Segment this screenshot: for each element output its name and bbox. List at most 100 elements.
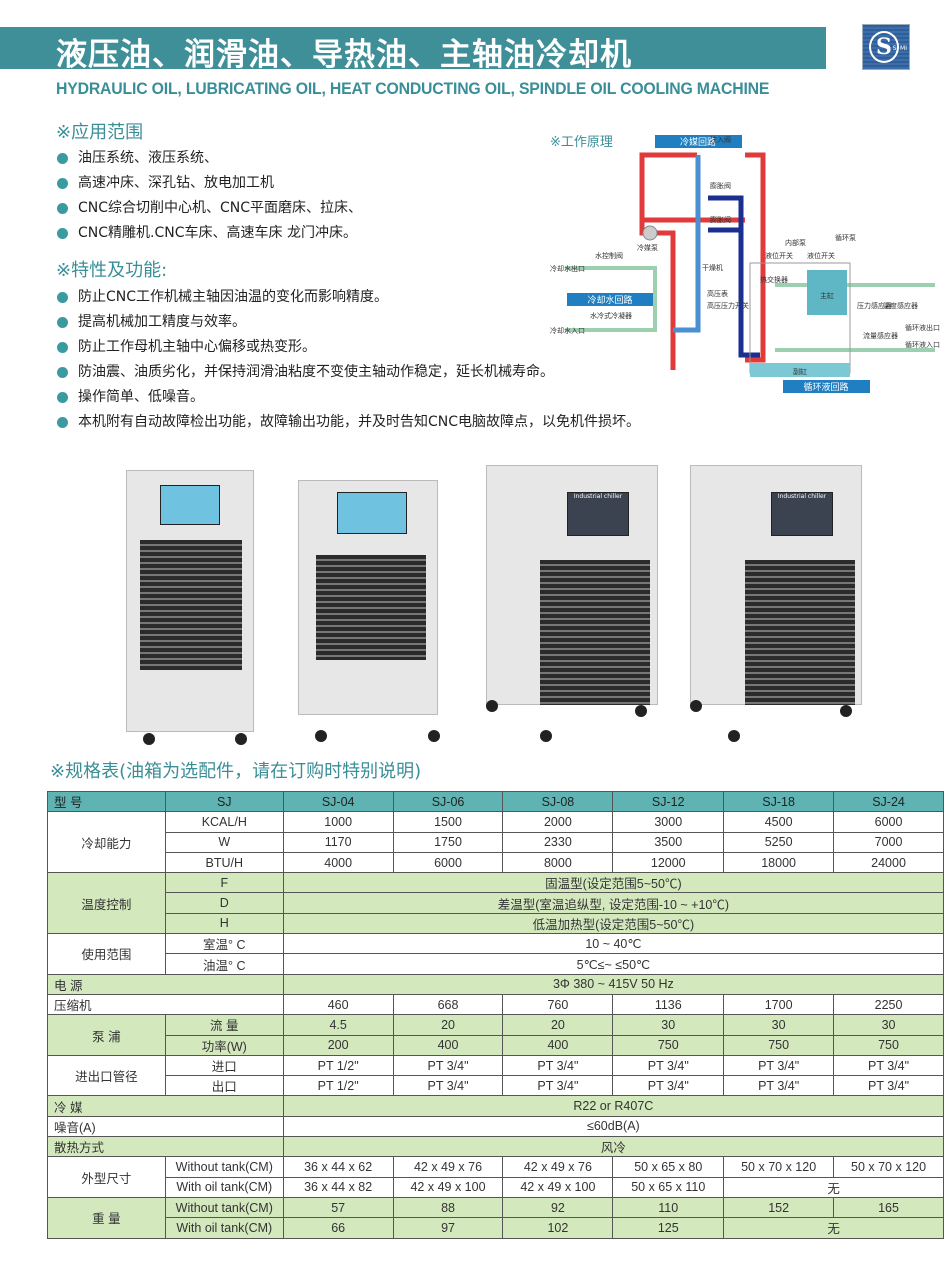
table-cell: 165 [833,1196,944,1219]
svg-text:液位开关: 液位开关 [807,251,835,260]
table-cell: 散热方式 [47,1136,284,1158]
table-cell: 750 [723,1034,835,1056]
table-cell: 温度控制 [47,872,166,935]
list-item: CNC精雕机.CNC车床、高速车床 龙门冲床。 [56,221,362,246]
svg-text:液位开关: 液位开关 [765,251,793,260]
table-cell: PT 3/4" [502,1075,614,1097]
table-cell: 7000 [833,831,944,853]
table-cell: 92 [502,1196,614,1219]
table-cell: With oil tank(CM) [164,1176,284,1198]
table-row: 散热方式风冷 [47,1136,945,1158]
table-cell: 110 [612,1196,725,1219]
table-cell: 50 x 70 x 120 [723,1156,835,1178]
table-cell: 50 x 65 x 80 [612,1156,725,1178]
table-header-cell: SJ-06 [392,790,504,813]
table-cell: 97 [392,1217,504,1239]
table-cell: BTU/H [164,851,284,874]
table-cell: 进出口管径 [47,1054,166,1097]
spec-heading: ※规格表(油箱为选配件，请在订购时特别说明) [50,761,422,782]
features-heading: ※特性及功能: [56,260,168,281]
table-cell: Without tank(CM) [164,1156,284,1178]
table-header-cell: SJ-04 [282,790,394,813]
table-cell: 进口 [164,1054,284,1077]
table-cell: 重 量 [47,1196,166,1239]
table-cell: F [164,872,284,894]
table-cell: 出口 [164,1075,284,1097]
table-cell: 20 [502,1014,614,1036]
list-item: CNC综合切削中心机、CNC平面磨床、拉床、 [56,196,362,221]
application-heading: ※应用范围 [56,122,144,143]
table-cell: 12000 [612,851,725,874]
table-cell: 3500 [612,831,725,853]
table-cell: 30 [833,1014,944,1036]
table-cell: 200 [282,1034,394,1056]
svg-text:循环泵: 循环泵 [835,233,856,242]
table-cell: 3000 [612,811,725,833]
loop-water-label: 冷却水回路 [587,294,632,306]
table-cell: 102 [502,1217,614,1239]
svg-text:膨胀阀: 膨胀阀 [710,215,731,224]
svg-text:循环液入口: 循环液入口 [905,340,940,349]
list-item: 油压系统、液压系统、 [56,146,362,171]
table-cell: 152 [723,1196,835,1219]
table-cell: 42 x 49 x 100 [502,1176,614,1198]
table-cell: 400 [502,1034,614,1056]
svg-text:冷媒泵: 冷媒泵 [637,243,658,252]
table-cell: 6000 [392,851,504,874]
table-cell: 冷却能力 [47,811,166,874]
table-cell: 1136 [612,993,725,1016]
table-cell: 1750 [392,831,504,853]
list-item: 操作简单、低噪音。 [56,385,640,410]
list-item: 高速冲床、深孔钻、放电加工机 [56,171,362,196]
table-header-cell: SJ [164,790,284,813]
table-cell: PT 3/4" [833,1054,944,1077]
svg-text:冷却水出口: 冷却水出口 [550,264,585,273]
svg-text:流量感应器: 流量感应器 [863,331,898,340]
table-cell: 66 [282,1217,394,1239]
table-header-cell: SJ-18 [723,790,835,813]
list-item: 防止工作母机主轴中心偏移或热变形。 [56,335,640,360]
table-cell: 88 [392,1196,504,1219]
table-cell: PT 3/4" [502,1054,614,1077]
table-cell: PT 3/4" [392,1054,504,1077]
table-cell: 750 [833,1034,944,1056]
table-header-cell: SJ-24 [833,790,944,813]
table-cell: 室温° C [164,933,284,955]
svg-text:温度感应器: 温度感应器 [883,301,918,310]
table-cell: 50 x 70 x 120 [833,1156,944,1178]
page-subtitle: HYDRAULIC OIL, LUBRICATING OIL, HEAT CON… [56,79,770,98]
svg-text:膨胀阀: 膨胀阀 [710,181,731,190]
table-header-cell: SJ-08 [502,790,614,813]
application-list: 油压系统、液压系统、 高速冲床、深孔钻、放电加工机 CNC综合切削中心机、CNC… [56,146,362,246]
table-cell: 4500 [723,811,835,833]
table-cell: 电 源 [47,973,284,995]
table-cell: 2250 [833,993,944,1016]
table-cell: PT 3/4" [612,1054,725,1077]
table-header-cell: SJ-12 [612,790,725,813]
table-cell: 1000 [282,811,394,833]
table-cell: 2000 [502,811,614,833]
svg-text:冷却水入口: 冷却水入口 [550,326,585,335]
table-cell: ≤60dB(A) [282,1115,945,1138]
table-cell: 2330 [502,831,614,853]
table-cell: 泵 浦 [47,1014,166,1056]
table-cell: 18000 [723,851,835,874]
table-cell: 1700 [723,993,835,1016]
table-cell: 功率(W) [164,1034,284,1056]
table-cell: 使用范围 [47,933,166,975]
table-cell: 750 [612,1034,725,1056]
table-cell: 24000 [833,851,944,874]
loop-refrigerant-label: 冷媒回路 [680,136,716,148]
table-cell: 噪音(A) [47,1115,284,1138]
table-cell: PT 3/4" [833,1075,944,1097]
svg-text:压力感应器: 压力感应器 [857,301,892,310]
